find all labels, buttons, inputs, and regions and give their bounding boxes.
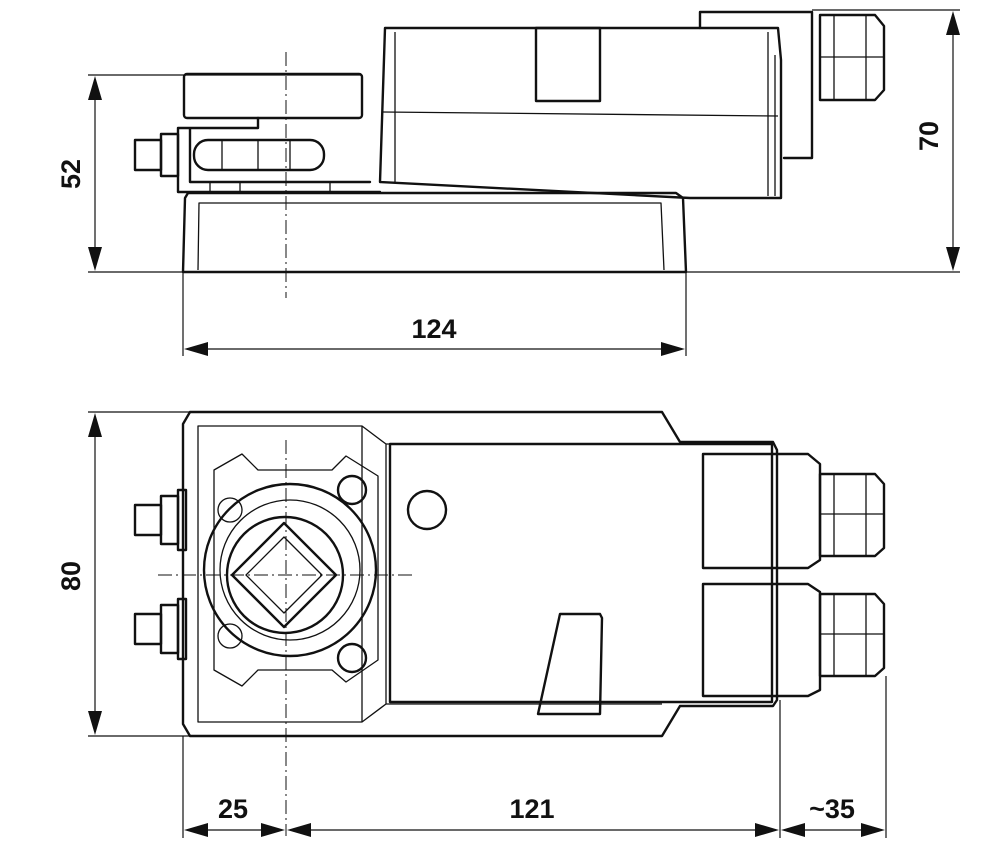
dim-70-arrow-top	[946, 11, 960, 35]
side-base-plate	[181, 191, 688, 274]
top-manual-lever	[536, 612, 604, 716]
dim-25-arrow-right	[261, 823, 285, 837]
dim-35-arrow-left	[781, 823, 805, 837]
dim-121-arrow-left	[287, 823, 311, 837]
dim-52-arrow-bottom	[88, 247, 102, 271]
top-bolt-nut-upper	[159, 494, 180, 546]
dim-70-arrow-bottom	[946, 247, 960, 271]
dim-52-arrow-top	[88, 76, 102, 100]
side-base-inner-edge	[197, 202, 665, 271]
dim-124-arrow-left	[184, 342, 208, 356]
dim-124-arrow-right	[661, 342, 685, 356]
side-manual-lever	[534, 26, 602, 103]
top-view: 80 25 121 ~35	[56, 410, 887, 838]
dim-52-label: 52	[56, 159, 86, 189]
top-cable-gland-upper	[818, 472, 886, 558]
top-bolt-washer-upper	[176, 488, 188, 552]
top-clamp-ring-inner	[225, 515, 345, 635]
top-bolt-head-upper	[133, 503, 163, 537]
dim-80-label: 80	[56, 561, 86, 591]
top-indicator-hole	[406, 489, 448, 531]
top-cable-gland-lower-detail	[820, 594, 884, 676]
top-mount-boss-lower	[217, 623, 243, 649]
dim-80-arrow-bottom	[88, 711, 102, 735]
dim-25-arrow-left	[184, 823, 208, 837]
dim-70-label: 70	[914, 121, 944, 151]
side-shaft-bolt	[192, 138, 326, 172]
top-cable-gland-upper-detail	[820, 474, 884, 556]
top-mount-boss-upper	[217, 497, 243, 523]
top-clamp-ring-outer	[202, 482, 378, 658]
dim-121-arrow-right	[755, 823, 779, 837]
side-housing-edge	[394, 32, 776, 196]
side-cable-gland-detail	[820, 15, 884, 100]
side-cable-gland	[818, 13, 886, 102]
top-connector-lower	[701, 582, 822, 698]
side-u-bolt	[176, 116, 382, 194]
top-cover-body	[388, 442, 774, 704]
side-gland-bracket	[698, 10, 814, 160]
side-bolt-head	[133, 138, 163, 172]
dim-124-label: 124	[411, 314, 456, 344]
top-bolt-nut-lower	[159, 603, 180, 655]
top-cable-gland-lower	[818, 592, 886, 678]
top-mount-hole-lower	[336, 642, 368, 674]
dim-35-arrow-right	[861, 823, 885, 837]
top-housing-outline	[181, 410, 779, 738]
side-clamp-teeth	[209, 182, 331, 192]
dim-80-arrow-top	[88, 413, 102, 437]
top-housing-flange	[361, 426, 662, 722]
side-shaft-bolt-detail	[221, 140, 291, 170]
side-housing-band	[382, 111, 779, 117]
side-bolt-nut	[159, 132, 180, 178]
dim-121-label: 121	[509, 794, 554, 824]
side-housing	[378, 26, 783, 200]
top-bolt-head-lower	[133, 612, 163, 646]
side-view: 52 70 124	[56, 9, 960, 356]
top-connector-upper	[701, 452, 822, 570]
top-mount-hole-upper	[336, 474, 368, 506]
dim-35-label: ~35	[809, 794, 855, 824]
top-clamp-frame	[213, 453, 379, 687]
top-clamp-ring-mid	[219, 499, 361, 641]
dim-25-label: 25	[218, 794, 248, 824]
top-bolt-washer-lower	[176, 597, 188, 661]
side-clamp-plate	[182, 72, 364, 120]
